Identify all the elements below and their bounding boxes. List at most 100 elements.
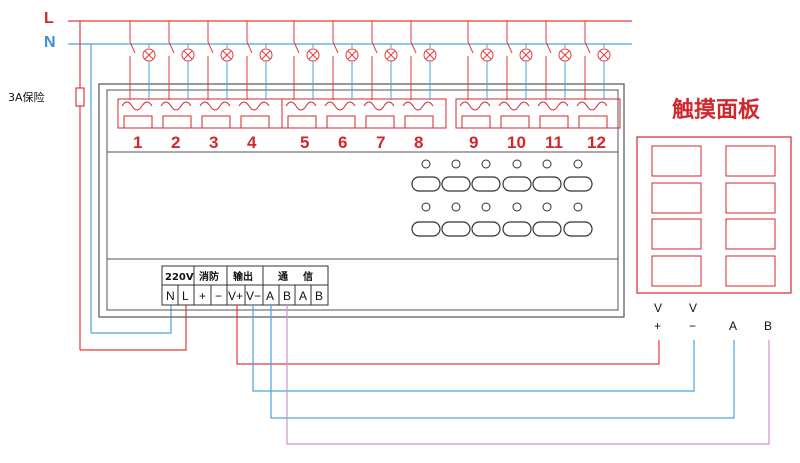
wire-Vplus [236, 305, 660, 365]
pin-minus: − [215, 289, 222, 303]
channel-number-1: 1 [133, 133, 142, 152]
channel-button [471, 176, 501, 192]
channel-number-2: 2 [171, 133, 180, 152]
led-indicator [542, 159, 552, 169]
header-220v: 220V [165, 272, 194, 283]
led-indicator [481, 202, 491, 212]
led-indicator [573, 202, 583, 212]
terminal-clamp [324, 101, 356, 111]
channel-number-4: 4 [247, 133, 257, 152]
channel-button [411, 176, 441, 192]
terminal-clamp-base [162, 115, 192, 129]
led-indicator [512, 202, 522, 212]
touch-panel-frame [636, 136, 792, 294]
terminal-block: 220V 消防 输出 通 信 N L + − V+ V− A B A B [161, 265, 329, 306]
led-indicator [573, 159, 583, 169]
pin-A1: A [266, 289, 274, 303]
channel-number-5: 5 [300, 133, 309, 152]
panel-term-B: B [764, 319, 772, 333]
terminal-strip [281, 98, 447, 129]
switch-blade [467, 41, 474, 54]
wire-A [270, 305, 735, 419]
terminal-clamp-base [500, 115, 530, 129]
lamp-cross-b [347, 50, 357, 60]
led-indicator [481, 159, 491, 169]
terminal-strip [117, 98, 283, 129]
touch-key [651, 218, 702, 250]
switch-blade [293, 41, 300, 54]
header-fire: 消防 [199, 270, 219, 283]
channel-button [563, 221, 593, 237]
terminal-clamp [363, 101, 395, 111]
lamp-cross-b [425, 50, 435, 60]
switch-blade [246, 41, 253, 54]
channel-number-8: 8 [414, 133, 423, 152]
channel-number-6: 6 [338, 133, 347, 152]
switch-blade [506, 41, 513, 54]
pin-plus: + [199, 289, 206, 303]
channel-number-12: 12 [587, 133, 606, 152]
led-indicator [421, 202, 431, 212]
led-indicator [451, 202, 461, 212]
lamp-cross-b [599, 50, 609, 60]
lamp-cross-b [144, 50, 154, 60]
touch-key [725, 218, 776, 250]
switch-blade [129, 41, 136, 54]
panel-term-A: A [729, 319, 737, 333]
touch-key [725, 145, 776, 177]
terminal-clamp [199, 101, 231, 111]
fuse-label: 3A保险 [8, 90, 45, 104]
touch-key [651, 145, 702, 177]
terminal-clamp [576, 101, 608, 111]
touch-key [651, 255, 702, 287]
pin-Vplus: V+ [228, 289, 243, 303]
panel-term-minus: − [689, 319, 696, 333]
terminal-clamp [160, 101, 192, 111]
lamp-cross-b [560, 50, 570, 60]
lamp-cross-b [261, 50, 271, 60]
terminal-clamp [498, 101, 530, 111]
terminal-clamp-base [578, 115, 608, 129]
terminal-clamp-base [287, 115, 317, 129]
terminal-clamp [459, 101, 491, 111]
switch-blade [371, 41, 378, 54]
panel-term-plus: + [654, 319, 661, 333]
switch-blade [545, 41, 552, 54]
channel-number-10: 10 [507, 133, 526, 152]
header-comm-2: 信 [303, 270, 313, 283]
terminal-clamp [537, 101, 569, 111]
lamp-cross-b [308, 50, 318, 60]
terminal-clamp-base [123, 115, 153, 129]
lamp-cross-b [222, 50, 232, 60]
lamp-cross-b [482, 50, 492, 60]
terminal-strip [455, 98, 621, 129]
header-output: 输出 [233, 270, 253, 283]
terminal-clamp-base [404, 115, 434, 129]
switch-blade [332, 41, 339, 54]
terminal-clamp-base [326, 115, 356, 129]
channel-button [471, 221, 501, 237]
led-indicator [451, 159, 461, 169]
fuse [75, 87, 85, 107]
lamp-cross-b [386, 50, 396, 60]
channel-button [411, 221, 441, 237]
terminal-clamp-base [201, 115, 231, 129]
terminal-clamp [402, 101, 434, 111]
terminal-clamp [238, 101, 270, 111]
terminal-clamp-base [461, 115, 491, 129]
panel-term-V1: V [654, 301, 662, 315]
header-comm-1: 通 [278, 271, 288, 283]
L-feed-to-terminal [80, 305, 187, 351]
terminal-clamp [121, 101, 153, 111]
pin-Vminus: V− [246, 289, 261, 303]
channel-button [502, 176, 532, 192]
led-indicator [421, 159, 431, 169]
module-outer-frame [98, 83, 625, 318]
terminal-clamp [285, 101, 317, 111]
touch-key [725, 182, 776, 214]
pin-B1: B [283, 289, 291, 303]
panel-term-V2: V [689, 301, 697, 315]
terminal-clamp-base [365, 115, 395, 129]
